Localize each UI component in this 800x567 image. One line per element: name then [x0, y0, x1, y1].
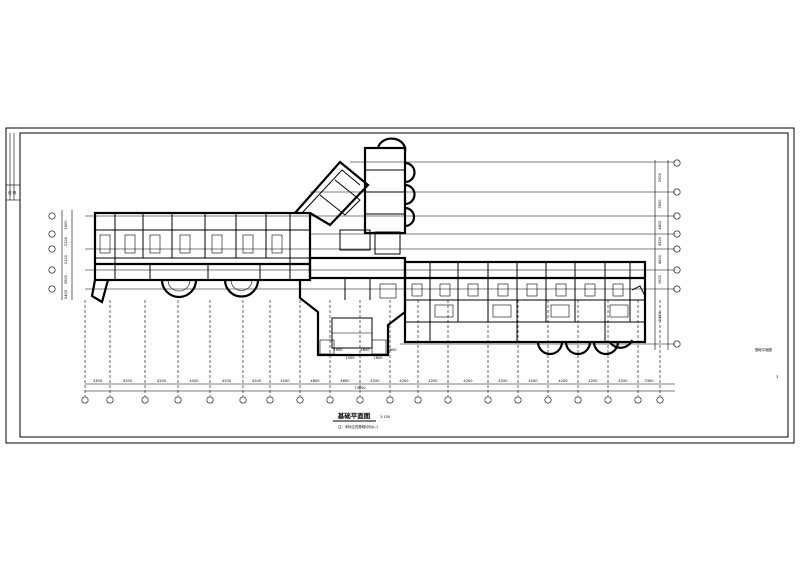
axis-bubble — [48, 212, 56, 220]
left-dimension-label: 3600 — [64, 274, 68, 284]
bottom-dimension-lines — [85, 383, 675, 392]
bay-dimension-label: 4800 — [310, 379, 320, 383]
axis-bubble — [48, 230, 56, 238]
bay-dimension-label: 4200 — [463, 379, 473, 383]
axis-bubble — [673, 159, 681, 167]
bay-dimension-label: 4200 — [498, 379, 508, 383]
left-dimension-label: 2400 — [64, 289, 68, 299]
axis-bubble — [266, 396, 274, 404]
lobby-dimension-label: 1800 — [373, 356, 383, 360]
axis-bubble — [673, 266, 681, 274]
left-title-strip: 说 明 — [6, 133, 20, 201]
right-dimension-label: 4800 — [658, 220, 662, 230]
bay-dimension-label: 4200 — [618, 379, 628, 383]
axis-bubble — [356, 396, 364, 404]
axis-bubble — [239, 396, 247, 404]
central-lobby-foundation — [298, 256, 407, 357]
overall-dimension-label: 73800 — [354, 386, 366, 390]
bay-dimension-label: 4200 — [588, 379, 598, 383]
drawing-scale: 1:100 — [380, 415, 390, 419]
right-dimension-label: 4800 — [658, 254, 662, 264]
axis-bubble — [604, 396, 612, 404]
central-diagonal-wing — [294, 137, 416, 255]
titleblock-label: 说 明 — [8, 190, 17, 195]
axis-bubble — [673, 340, 681, 348]
bay-dimension-label: 4200 — [399, 379, 409, 383]
lobby-dimension-label: 1500 — [345, 356, 355, 360]
bay-dimension-label: 4200 — [123, 379, 133, 383]
right-dimension-label: 3600 — [658, 274, 662, 284]
lobby-dimension-label: 4800 — [360, 348, 370, 352]
axis-bubble — [326, 396, 334, 404]
right-stamp-label: 基础平面图 — [755, 347, 773, 352]
axis-bubble — [673, 188, 681, 196]
axis-bubble — [48, 245, 56, 253]
sheet-outer-border — [5, 127, 795, 444]
right-wing-foundation — [403, 260, 647, 356]
bay-dimension-label: 4200 — [189, 379, 199, 383]
axis-bubble — [174, 396, 182, 404]
axis-bubble — [514, 396, 522, 404]
right-dimension-label: 3600 — [658, 199, 662, 209]
left-dimension-label: 2100 — [64, 236, 68, 246]
axis-bubble — [386, 396, 394, 404]
axis-bubbles-left — [48, 212, 56, 293]
top-dimension-lines — [85, 161, 675, 345]
bay-dimension-label: 3300 — [93, 379, 103, 383]
axis-bubble — [206, 396, 214, 404]
axis-bubble — [414, 396, 422, 404]
axis-bubble — [296, 396, 304, 404]
left-wing-foundation — [90, 211, 312, 304]
drawing-title: 基础平面图 — [337, 411, 371, 420]
left-dimension-chain — [61, 210, 73, 300]
lobby-dimension-label: 2000 — [333, 348, 343, 352]
bay-dimension-label: 3300 — [644, 379, 654, 383]
bottom-bay-dimension-labels: 3300 4200 4200 4200 4200 4200 4200 4800 4800 4200… — [93, 348, 654, 383]
bay-dimension-label: 4200 — [222, 379, 232, 383]
right-dimension-labels: 3900 3600 4800 4500 4800 3600 2400 — [658, 172, 662, 321]
bay-dimension-label: 4200 — [252, 379, 262, 383]
axis-bubble — [656, 396, 664, 404]
right-dimension-label: 4500 — [658, 236, 662, 246]
axis-bubbles-right — [673, 159, 681, 348]
axis-bubble — [673, 230, 681, 238]
axis-bubbles-bottom — [81, 396, 664, 404]
axis-bubble — [673, 285, 681, 293]
right-dimension-label: 2400 — [658, 311, 662, 321]
axis-bubble — [673, 245, 681, 253]
bay-dimension-label: 4800 — [340, 379, 350, 383]
axis-bubble — [81, 396, 89, 404]
right-dimension-chain — [654, 160, 669, 350]
axis-bubble — [574, 396, 582, 404]
sheet-inner-frame — [19, 132, 789, 438]
axis-bubble — [444, 396, 452, 404]
right-dimension-label: 3900 — [658, 172, 662, 182]
lobby-dimension-label: 3600 — [387, 348, 397, 352]
bay-dimension-label: 4200 — [280, 379, 290, 383]
axis-bubble — [544, 396, 552, 404]
bay-dimension-label: 4200 — [558, 379, 568, 383]
bay-dimension-label: 4200 — [157, 379, 167, 383]
bay-dimension-label: 4200 — [428, 379, 438, 383]
axis-bubble — [141, 396, 149, 404]
axis-bubble — [634, 396, 642, 404]
axis-bubble — [484, 396, 492, 404]
bay-dimension-label: 4200 — [528, 379, 538, 383]
axis-bubble — [673, 212, 681, 220]
axis-bubble — [48, 285, 56, 293]
axis-bubble — [48, 266, 56, 274]
left-dimension-label: 1500 — [64, 220, 68, 230]
left-dimension-labels: 1500 2100 2100 3600 2400 — [64, 220, 68, 299]
bay-dimension-label: 4200 — [370, 379, 380, 383]
sheet-number: 3 — [776, 375, 778, 379]
drawing-note: 注：未标注的基础均为JL-1 — [338, 424, 378, 429]
left-dimension-label: 2100 — [64, 254, 68, 264]
axis-bubble — [106, 396, 114, 404]
